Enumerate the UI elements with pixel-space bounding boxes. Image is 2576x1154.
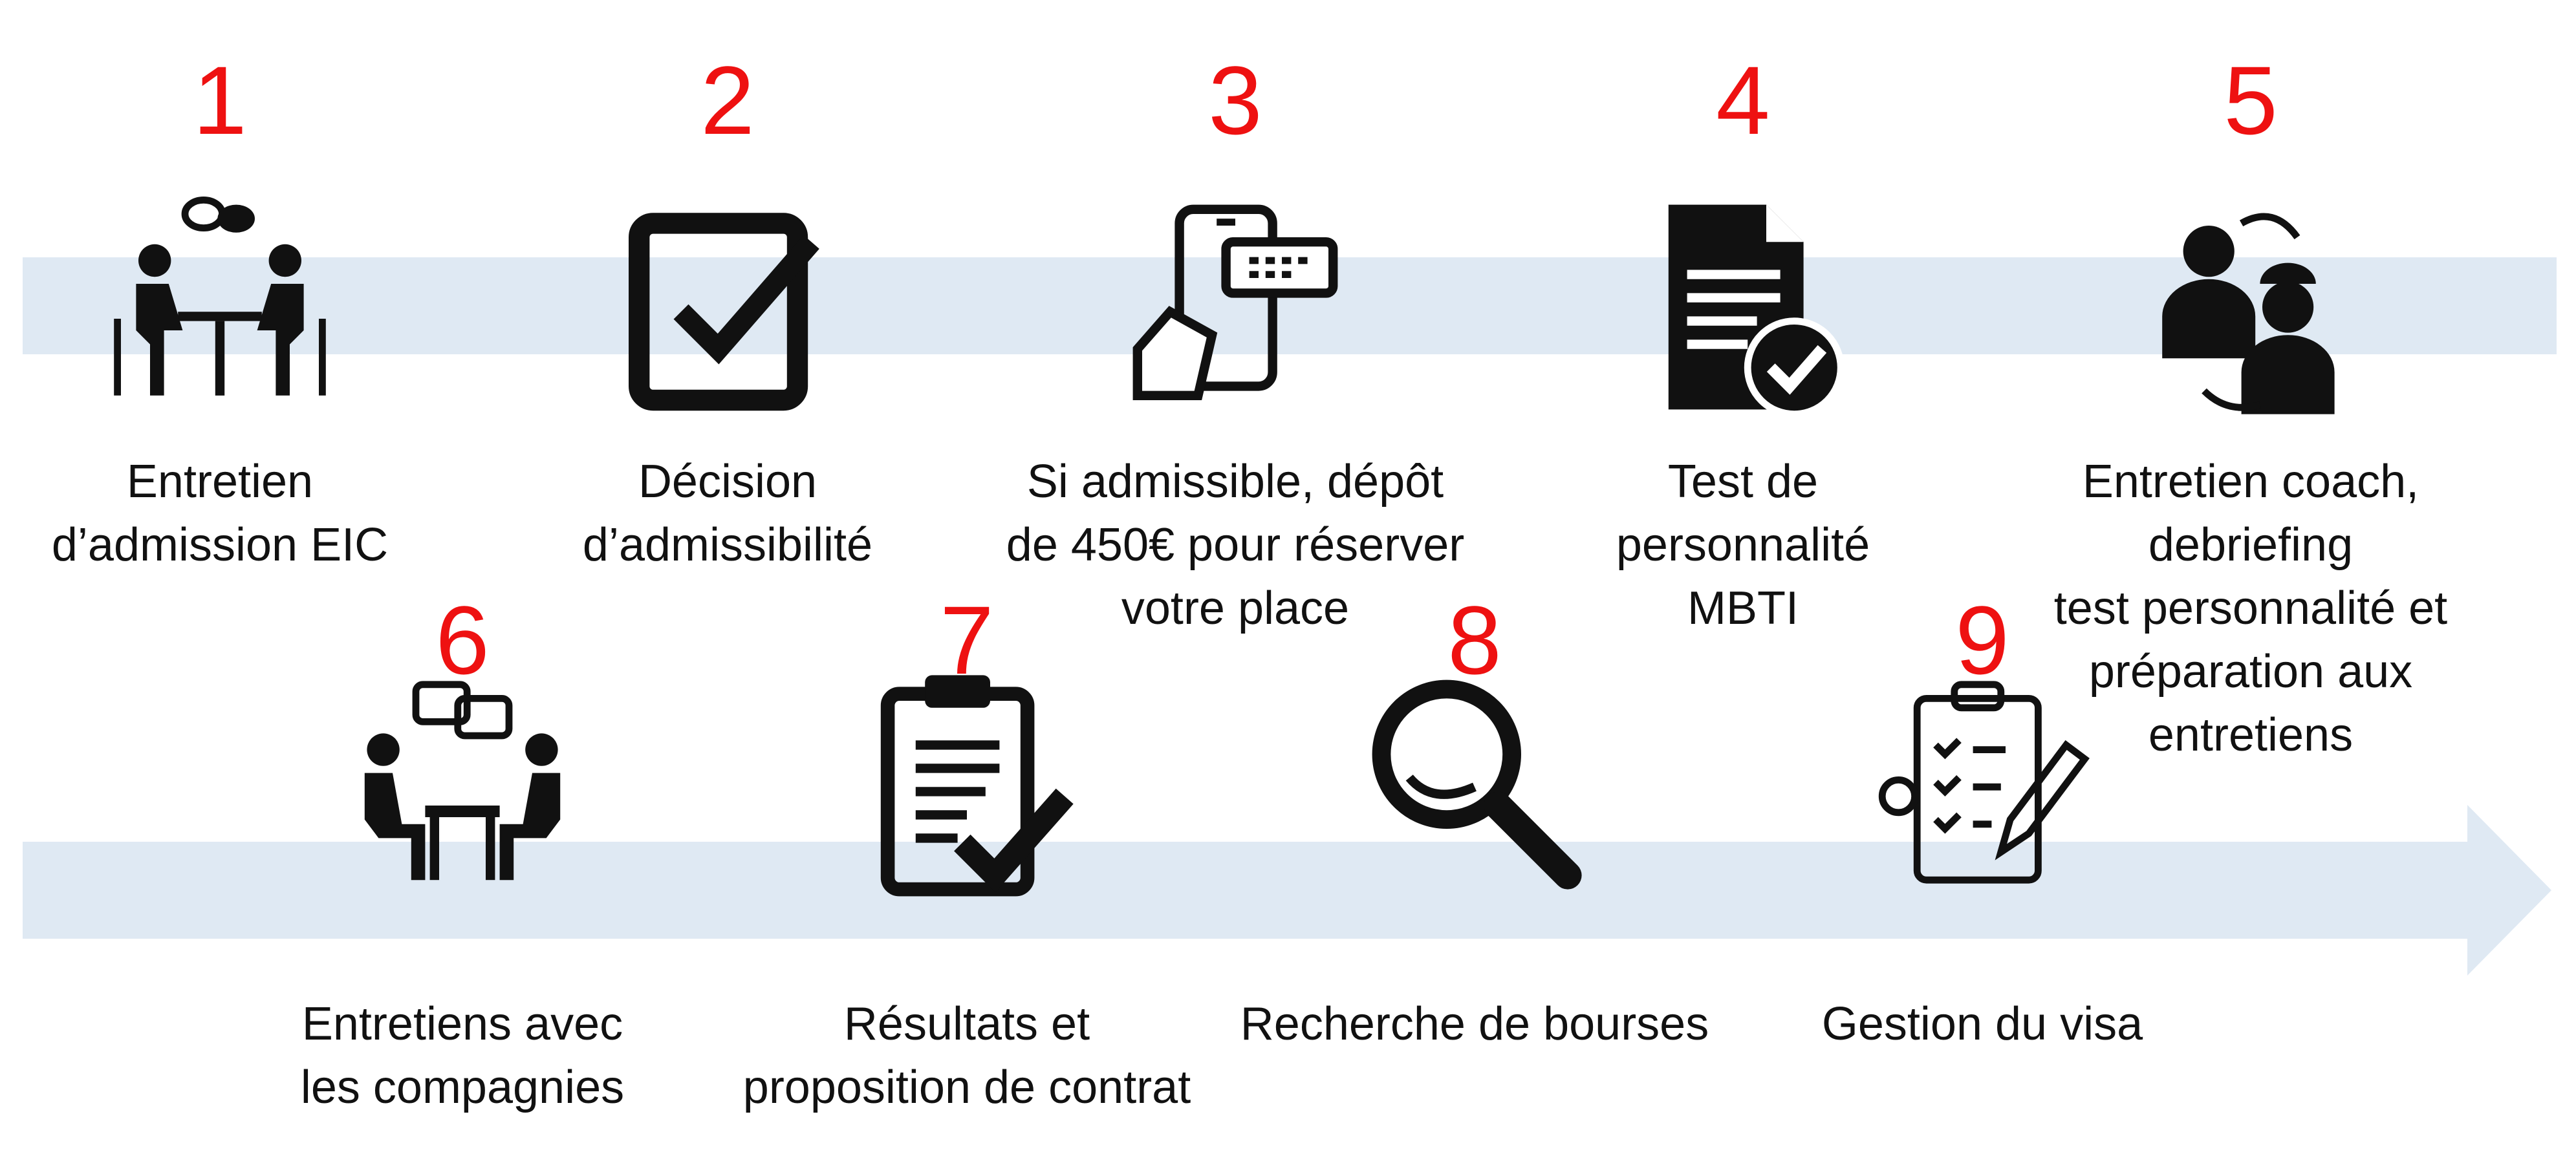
step-3: 3 Si admissible, dépôt de 450€ pour rése… xyxy=(983,46,1488,634)
step-label: Entretien d’admission EIC xyxy=(51,456,389,571)
document-check-icon xyxy=(1627,191,1859,423)
step-2: 2 Décision d’admissibilité xyxy=(475,46,980,571)
step-label: Entretiens avec les compagnies xyxy=(300,998,625,1113)
timeline-arrowhead xyxy=(2467,805,2551,976)
coach-exchange-icon xyxy=(2134,191,2367,423)
step-9: 9 Gestion du visa xyxy=(1730,0,2235,1154)
step-number: 8 xyxy=(1447,586,1502,694)
checklist-pencil-icon xyxy=(1866,666,2099,899)
phone-ticket-icon xyxy=(1119,191,1352,423)
step-label: Résultats et proposition de contrat xyxy=(742,998,1191,1113)
step-label: Entretien coach, debriefing test personn… xyxy=(2053,456,2448,761)
step-label: Si admissible, dépôt de 450€ pour réserv… xyxy=(1006,456,1465,634)
step-number: 3 xyxy=(1208,46,1262,155)
step-number: 7 xyxy=(940,586,994,694)
step-number: 5 xyxy=(2224,46,2278,155)
step-label: Décision d’admissibilité xyxy=(582,456,873,571)
step-1: 1 Entretien d’admission EIC xyxy=(0,46,472,571)
step-number: 1 xyxy=(193,46,247,155)
clipboard-check-icon xyxy=(850,666,1083,899)
checkbox-icon xyxy=(611,191,844,423)
step-7: 7 Résultats et proposition de contrat xyxy=(715,0,1219,1154)
meeting-table-icon xyxy=(103,191,336,423)
step-label: Recherche de bourses xyxy=(1240,998,1709,1050)
step-number: 2 xyxy=(700,46,755,155)
step-number: 9 xyxy=(1955,586,2009,694)
step-8: 8 Recherche de bourses xyxy=(1222,0,1727,1154)
step-4: 4 Test de personnalité MBTI xyxy=(1491,46,1995,634)
step-5: 5 Entretien coach, debriefing test perso… xyxy=(1992,46,2509,761)
step-number: 6 xyxy=(435,586,490,694)
interview-chat-icon xyxy=(346,666,579,899)
magnifier-icon xyxy=(1358,666,1591,899)
step-label: Test de personnalité MBTI xyxy=(1616,456,1870,634)
step-label: Gestion du visa xyxy=(1821,998,2143,1050)
step-number: 4 xyxy=(1716,46,1770,155)
step-6: 6 Entretiens avec les compagnies xyxy=(210,0,715,1154)
